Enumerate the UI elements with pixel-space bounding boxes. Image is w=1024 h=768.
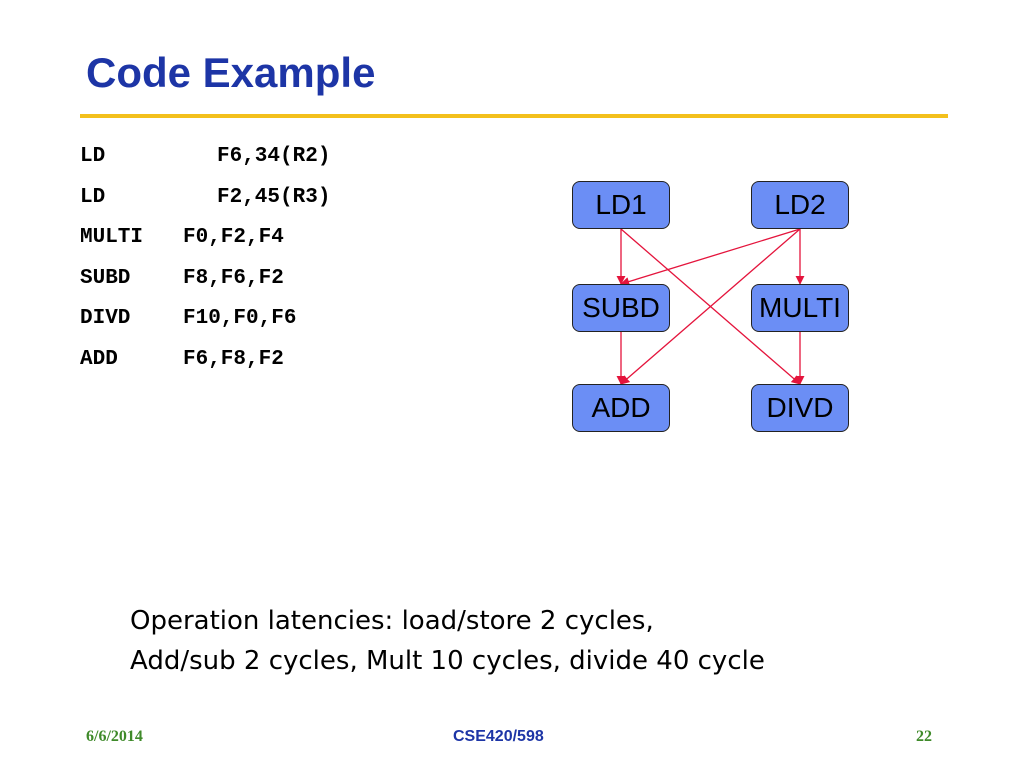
slide-title: Code Example (86, 49, 376, 96)
code-opcode: DIVD (80, 307, 131, 330)
latency-note-line: Add/sub 2 cycles, Mult 10 cycles, divide… (130, 646, 765, 676)
footer-course: CSE420/598 (453, 728, 544, 745)
footer-page-number: 22 (916, 728, 932, 745)
code-operands: F6,F8,F2 (183, 347, 284, 371)
code-opcode: ADD (80, 347, 118, 371)
node-divd: DIVD (751, 384, 849, 432)
code-opcode: SUBD (80, 266, 131, 290)
node-ld1: LD1 (572, 181, 670, 229)
node-ld2: LD2 (751, 181, 849, 229)
latency-note: Operation latencies: load/store 2 cycles… (130, 601, 765, 681)
edge-ld2-to-subd (620, 228, 801, 286)
node-multi: MULTI (751, 284, 849, 332)
code-opcode: LD (80, 145, 106, 168)
code-line: LD F2,45(R3) (80, 183, 330, 224)
node-subd: SUBD (572, 284, 670, 332)
code-line: LD F6,34(R2) (80, 142, 330, 183)
code-operands: F8,F6,F2 (183, 266, 284, 290)
code-operands: F2,45(R3) (217, 185, 331, 209)
code-line: MULTI F0,F2,F4 (80, 223, 330, 264)
footer-date: 6/6/2014 (86, 728, 143, 745)
code-operands: F0,F2,F4 (183, 226, 284, 249)
code-operands: F6,34(R2) (217, 145, 331, 168)
node-add: ADD (572, 384, 670, 432)
code-line: ADD F6,F8,F2 (80, 345, 330, 386)
code-line: SUBD F8,F6,F2 (80, 264, 330, 305)
code-line: DIVD F10,F0,F6 (80, 304, 330, 345)
code-operands: F10,F0,F6 (183, 307, 297, 330)
code-opcode: MULTI (80, 226, 144, 249)
title-rule (80, 114, 948, 118)
code-listing: LD F6,34(R2) LD F2,45(R3) MULTI F0,F2,F4 SU… (80, 142, 330, 385)
code-opcode: LD (80, 185, 106, 209)
latency-note-line: Operation latencies: load/store 2 cycles… (130, 606, 654, 636)
